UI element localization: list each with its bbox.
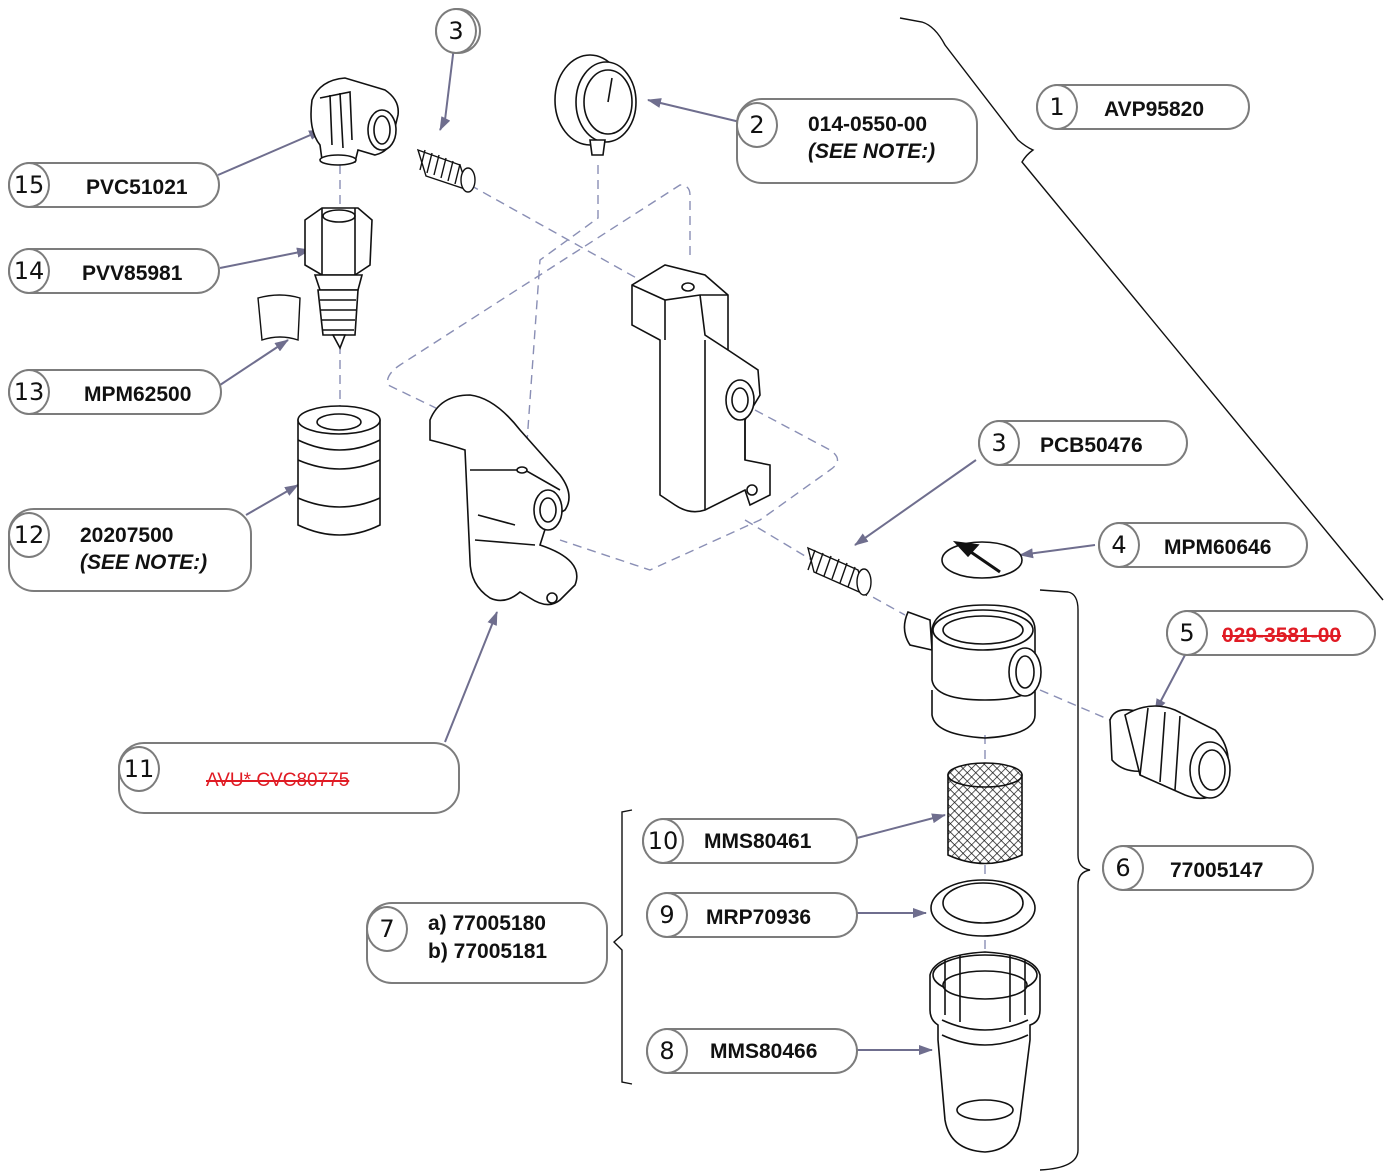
part-number-obsolete: 029-3581-00 — [1222, 624, 1342, 647]
callout-number: 10 — [642, 818, 684, 864]
label-sheet-part-13 — [257, 294, 301, 341]
callout-7: 7 a) 77005180 b) 77005181 — [366, 902, 608, 984]
part-number-a: a) 77005180 — [428, 912, 546, 935]
leader-arrows — [217, 21, 1186, 1055]
part-note: (SEE NOTE:) — [808, 140, 936, 163]
callout-1: 1 AVP95820 — [1036, 84, 1250, 130]
callout-number: 3 — [435, 8, 477, 54]
assembly-bracket-6 — [1039, 589, 1091, 1171]
part-number: MPM60646 — [1164, 536, 1272, 559]
part-number: MPM62500 — [84, 383, 192, 406]
part-number-b: b) 77005181 — [428, 940, 548, 963]
part-number: AVP95820 — [1104, 98, 1205, 121]
callout-number: 2 — [736, 102, 778, 148]
callout-8: 8 MMS80466 — [646, 1028, 858, 1074]
callout-number: 8 — [646, 1028, 688, 1074]
strainer-head-part-6 — [903, 604, 1042, 739]
part-number: 014-0550-00 — [808, 113, 928, 136]
callout-4: 4 MPM60646 — [1098, 522, 1308, 568]
callout-14: 14 PVV85981 — [8, 248, 220, 294]
valve-part-14 — [304, 207, 373, 350]
callout-13: 13 MPM62500 — [8, 369, 222, 415]
threaded-nipple-top — [416, 148, 476, 193]
part-number: MMS80466 — [710, 1040, 818, 1063]
callout-number: 11 — [118, 746, 160, 792]
part-note: (SEE NOTE:) — [80, 551, 208, 574]
callout-number: 9 — [646, 892, 688, 938]
union-fitting-part-5 — [1109, 705, 1231, 800]
callout-number: 7 — [366, 906, 408, 952]
callout-11: 11 AVU* CVC80775 — [118, 742, 460, 814]
o-ring-part-9 — [930, 879, 1036, 937]
mesh-screen-part-10 — [947, 762, 1023, 865]
part-number: 77005147 — [1170, 859, 1264, 882]
callout-12: 12 20207500 (SEE NOTE:) — [8, 508, 252, 592]
manifold-part-11 — [429, 394, 578, 606]
part-number-obsolete: AVU* CVC80775 — [206, 770, 350, 791]
flow-arrow-label-part-4 — [941, 540, 1023, 579]
part-number: PVC51021 — [86, 176, 188, 199]
assembly-bracket-1 — [899, 17, 1384, 601]
coupling-part-12 — [297, 405, 381, 536]
callout-15: 15 PVC51021 — [8, 162, 220, 208]
callout-number: 3 — [978, 420, 1020, 466]
part-number: PCB50476 — [1040, 434, 1143, 457]
callout-3: 3 PCB50476 — [978, 420, 1188, 466]
part-number: MMS80461 — [704, 830, 812, 853]
threaded-nipple-mid — [806, 546, 872, 597]
callout-2: 2 014-0550-00 (SEE NOTE:) — [736, 98, 978, 184]
callout-number: 4 — [1098, 522, 1140, 568]
callout-6: 6 77005147 — [1102, 845, 1314, 891]
part-number: PVV85981 — [82, 262, 183, 285]
callout-3-top: 3 — [435, 8, 481, 54]
part-number: 20207500 — [80, 524, 174, 547]
callout-number: 5 — [1166, 610, 1208, 656]
tee-block-assembly — [631, 264, 771, 513]
callout-number: 13 — [8, 369, 50, 415]
callout-5: 5 029-3581-00 — [1166, 610, 1376, 656]
callout-number: 14 — [8, 248, 50, 294]
assembly-bracket-7 — [612, 809, 633, 1085]
pressure-gauge-part-2 — [554, 54, 637, 156]
callout-number: 1 — [1036, 84, 1078, 130]
elbow-fitting-part-15 — [310, 77, 400, 166]
callout-number: 15 — [8, 162, 50, 208]
part-number: MRP70936 — [706, 906, 812, 929]
callout-10: 10 MMS80461 — [642, 818, 858, 864]
callout-number: 6 — [1102, 845, 1144, 891]
callout-number: 12 — [8, 512, 50, 558]
strainer-bowl-part-8 — [929, 951, 1041, 1153]
callout-9: 9 MRP70936 — [646, 892, 858, 938]
